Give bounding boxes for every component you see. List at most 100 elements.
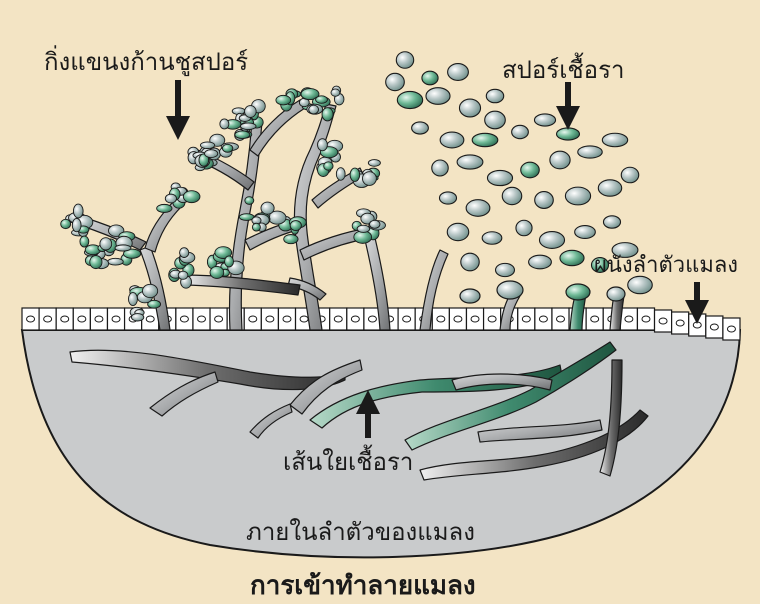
fungal-spore xyxy=(487,170,512,185)
label-insect-body-wall: ผนังลำตัวแมลง xyxy=(594,253,738,278)
diagram-title: การเข้าทำลายแมลง xyxy=(250,571,476,601)
fungal-spore xyxy=(447,223,468,240)
body-wall-cell xyxy=(723,318,740,340)
conidiospore xyxy=(131,314,143,321)
body-wall-cell xyxy=(176,308,193,330)
conidiospore xyxy=(205,150,218,158)
conidiospore xyxy=(180,248,189,258)
body-wall-cell xyxy=(518,308,535,330)
conidiospore xyxy=(157,204,172,212)
body-wall-cell xyxy=(552,308,569,330)
conidiospore xyxy=(72,218,81,231)
fungal-spore xyxy=(459,99,480,117)
conidiospore xyxy=(324,162,333,170)
body-wall-cell xyxy=(90,308,107,330)
fungal-spore xyxy=(426,88,450,105)
conidiospore xyxy=(210,266,224,278)
conidiospore xyxy=(261,202,274,214)
conidiospore xyxy=(222,144,232,152)
conidiospore xyxy=(309,105,319,114)
label-fungal-spores: สปอร์เชื้อรา xyxy=(502,52,624,84)
conidiospore xyxy=(200,142,214,149)
fungal-spore xyxy=(521,162,540,178)
fungal-spore xyxy=(575,226,596,239)
fungal-spore xyxy=(535,192,554,209)
fungal-spore xyxy=(496,263,515,276)
body-wall-cell xyxy=(432,308,449,330)
fungal-spore xyxy=(598,180,621,196)
conidiospore xyxy=(357,225,370,232)
body-wall-cell xyxy=(22,308,39,330)
body-wall-cell xyxy=(484,308,501,330)
conidiospore xyxy=(316,96,328,103)
fungal-spore xyxy=(412,122,429,134)
fungal-spore xyxy=(440,132,464,148)
conidiospore xyxy=(276,95,291,105)
conidiospore xyxy=(80,236,89,247)
conidiospore xyxy=(350,168,360,181)
fungal-spore xyxy=(628,276,653,293)
label-conidiophore-branches: กิ่งแขนงก้านชูสปอร์ xyxy=(44,45,248,77)
conidiospore xyxy=(336,168,345,181)
conidiospore xyxy=(318,139,328,151)
body-wall-cell xyxy=(535,308,552,330)
fungal-spore xyxy=(534,114,555,126)
body-wall-cell xyxy=(637,308,654,330)
conidiospore xyxy=(252,223,260,231)
body-wall-cell xyxy=(73,308,90,330)
conidiospore xyxy=(290,221,301,231)
fungal-spore xyxy=(539,232,564,249)
conidiospore xyxy=(368,160,380,167)
body-wall-cell xyxy=(398,308,415,330)
fungal-spore xyxy=(529,255,552,269)
body-wall-cell xyxy=(347,308,364,330)
conidiospore xyxy=(245,197,254,205)
fungal-spore xyxy=(502,187,522,204)
conidiospore xyxy=(61,219,71,228)
conidiospore xyxy=(183,191,200,203)
conidiospore xyxy=(369,220,379,228)
fungal-spore xyxy=(602,133,627,146)
fungal-spore xyxy=(512,125,529,138)
conidiospore xyxy=(90,256,102,269)
body-wall-cell xyxy=(39,308,56,330)
right-margin xyxy=(760,0,782,604)
fungal-spore xyxy=(472,133,498,146)
fungal-spore xyxy=(578,146,602,158)
conidiospore xyxy=(115,245,131,251)
fungal-spore xyxy=(516,220,532,235)
fungal-spore xyxy=(550,151,570,169)
fungal-spore xyxy=(621,167,638,182)
fungal-spore xyxy=(557,128,580,140)
fungal-spore xyxy=(560,250,584,265)
conidiospore xyxy=(142,284,157,297)
fungal-spore xyxy=(466,200,490,217)
body-wall-cell xyxy=(193,308,210,330)
label-inside-insect-body: ภายในลำตัวของแมลง xyxy=(246,518,475,546)
conidiospore xyxy=(225,256,234,267)
body-wall-cell xyxy=(620,308,637,330)
conidiospore xyxy=(362,172,376,186)
fungal-spore xyxy=(457,155,483,169)
fungal-spore xyxy=(485,111,506,129)
conidiospore xyxy=(235,131,250,139)
body-wall-cell xyxy=(672,312,689,334)
body-wall-cell xyxy=(655,310,672,332)
conidiospore xyxy=(322,108,333,121)
body-wall-cell xyxy=(56,308,73,330)
body-wall-cell xyxy=(449,308,466,330)
conidiospore xyxy=(331,89,340,96)
conidiospore xyxy=(165,194,176,203)
fungal-spore xyxy=(439,192,456,204)
fungal-spore xyxy=(432,160,448,176)
body-wall-cell xyxy=(244,308,261,330)
conidiospore xyxy=(100,238,112,250)
fungal-spore xyxy=(486,89,503,102)
label-hyphae: เส้นใยเชื้อรา xyxy=(283,444,413,476)
body-wall-cell xyxy=(107,308,124,330)
fungal-spore xyxy=(461,253,479,271)
fungal-spore xyxy=(482,232,502,245)
fungal-spore xyxy=(386,73,405,90)
